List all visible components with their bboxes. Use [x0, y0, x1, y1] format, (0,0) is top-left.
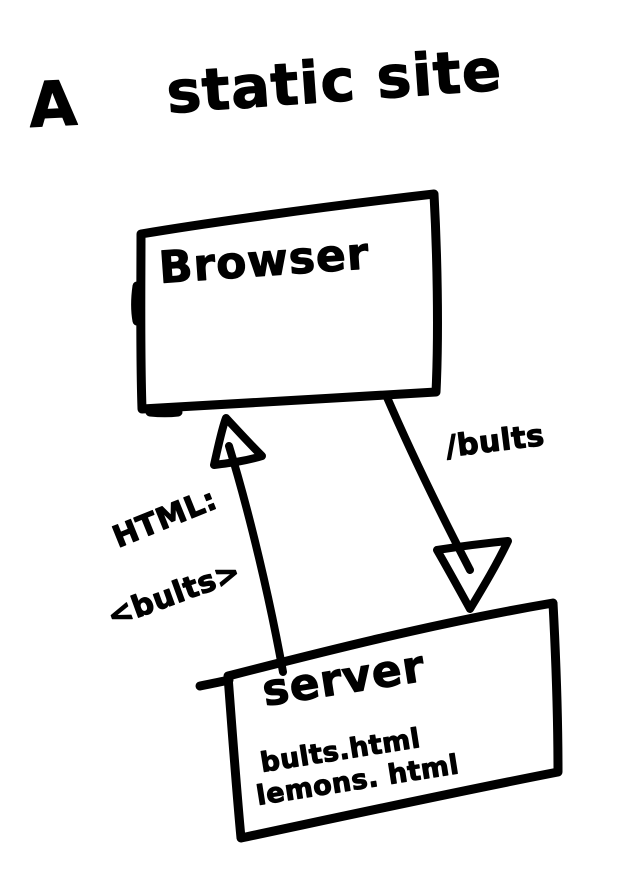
browser-box-overshoot-bottom	[145, 407, 183, 418]
response-arrow-head	[210, 414, 266, 469]
server-label: server	[259, 641, 429, 717]
request-arrow-stem	[382, 391, 474, 574]
browser-node[interactable]: Browser	[131, 189, 442, 418]
server-box-stub-left	[195, 675, 234, 691]
response-label-line1: HTML:	[108, 482, 222, 555]
server-box-outline	[223, 598, 563, 843]
page-title: static site	[164, 36, 504, 127]
edge-response[interactable]: HTML: <bults>	[102, 414, 287, 676]
server-node[interactable]: server bults.html lemons. html	[195, 598, 563, 843]
browser-box-overshoot-left	[131, 281, 142, 326]
edge-request[interactable]: /bults	[382, 391, 547, 613]
browser-label: Browser	[157, 228, 371, 294]
title-letter-a: A	[27, 67, 79, 142]
browser-box-outline	[136, 189, 442, 414]
response-arrow-stem	[225, 442, 287, 676]
request-label: /bults	[444, 418, 547, 465]
request-arrow-head	[433, 537, 512, 613]
response-label-line2: <bults>	[103, 554, 246, 634]
